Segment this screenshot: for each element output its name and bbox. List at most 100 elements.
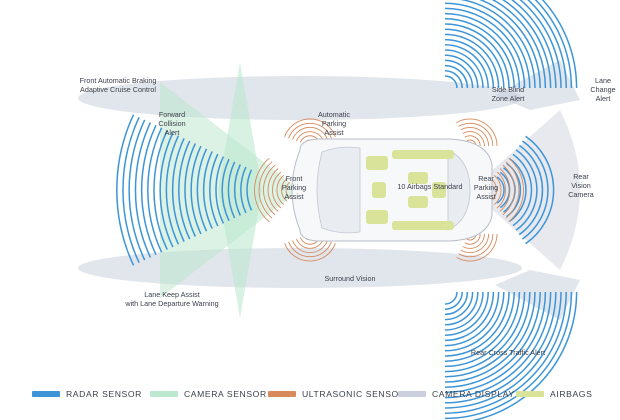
front-ultrasonic-arc — [254, 157, 270, 223]
rear-ultrasonic-arc — [496, 171, 506, 209]
front-radar-arc — [153, 130, 168, 250]
side-blind-radar-bottom-arc — [444, 291, 510, 357]
rear-vision-zone — [470, 110, 580, 270]
rear-radar-arc — [515, 149, 538, 231]
side-blind-radar-top-arc — [444, 44, 489, 89]
airbag-driver — [366, 156, 388, 170]
legend-label-airbags: AIRBAGS — [550, 389, 593, 399]
legend-label-radar: RADAR SENSOR — [66, 389, 142, 399]
side-ultrasonic-front-bottom-arc — [296, 238, 324, 249]
side-blind-radar-top-arc — [444, 64, 469, 89]
side-blind-radar-top-arc — [459, 0, 536, 89]
legend-item-airbags: AIRBAGS — [516, 386, 592, 402]
side-blind-radar-bottom-arc — [444, 291, 515, 362]
front-radar-arc — [147, 127, 163, 253]
side-blind-radar-top-arc — [444, 2, 531, 89]
rear-radar-arc — [512, 153, 533, 227]
side-blind-radar-top-arc — [444, 7, 526, 89]
side-ultrasonic-rear-bottom-arc — [456, 233, 498, 262]
rear-ultrasonic-arc — [493, 175, 502, 205]
side-ultrasonic-front-top-arc — [284, 118, 336, 137]
side-blind-zone-top — [495, 60, 580, 110]
front-ultrasonic-arc — [267, 168, 279, 212]
side-blind-radar-bottom-arc — [444, 291, 567, 414]
side-ultrasonic-rear-top-arc — [456, 118, 498, 147]
side-blind-radar-top-arc — [534, 0, 573, 89]
side-blind-radar-bottom-arc — [444, 291, 536, 383]
label-automatic-parking-assist: Automatic Parking Assist — [318, 110, 350, 137]
radar-sensor-waves — [116, 0, 578, 420]
label-lane-keep-assist: Lane Keep Assist with Lane Departure War… — [125, 290, 219, 308]
front-ultrasonic-arc — [276, 175, 285, 205]
front-radar-arc — [134, 122, 152, 258]
front-radar-arc — [202, 151, 213, 229]
side-blind-radar-bottom-arc — [444, 291, 521, 368]
rear-ultrasonic-arc — [490, 178, 497, 202]
side-blind-radar-top-arc — [510, 0, 557, 89]
label-surround-vision: Surround Vision — [324, 274, 376, 283]
side-blind-radar-top-arc — [444, 70, 463, 89]
rear-ultrasonic-arc — [508, 157, 524, 223]
airbag-rear-right — [408, 196, 428, 208]
legend-item-camera-display: CAMERA DISPLAY — [398, 386, 515, 402]
front-radar-arc — [140, 124, 157, 256]
side-blind-radar-bottom-arc — [444, 291, 562, 409]
side-blind-radar-bottom-arc — [444, 291, 500, 347]
label-rear-vision-camera: Rear Vision Camera — [568, 172, 594, 199]
legend: RADAR SENSOR CAMERA SENSOR ULTRASONIC SE… — [0, 386, 620, 402]
rear-radar-arc — [509, 158, 527, 222]
legend-label-ultrasonic: ULTRASONIC SENSOR — [302, 389, 406, 399]
side-blind-radar-bottom-arc — [444, 291, 573, 420]
side-blind-radar-top-arc — [444, 12, 521, 89]
side-blind-radar-top-arc — [527, 0, 567, 89]
side-blind-radar-top-arc — [444, 49, 484, 89]
side-blind-radar-bottom-arc — [444, 291, 469, 316]
front-radar-arc — [165, 135, 180, 245]
front-ultrasonic-arc — [281, 178, 288, 202]
label-airbags-standard: 10 Airbags Standard — [397, 182, 463, 191]
side-blind-radar-bottom-arc — [444, 291, 479, 326]
label-rear-parking-assist: Rear Parking Assist — [473, 174, 499, 201]
front-ultrasonic-arc — [272, 171, 282, 209]
front-ultrasonic-arc — [285, 181, 290, 199]
side-ultrasonic-front-bottom-arc — [292, 240, 328, 254]
airbag-curtain-right — [392, 221, 454, 230]
camera-sensor-zones — [160, 62, 300, 318]
rear-radar-arc — [499, 171, 511, 209]
ultrasonic-sensor-waves — [254, 118, 524, 262]
front-radar-arc — [159, 132, 174, 248]
legend-label-camera-display: CAMERA DISPLAY — [432, 389, 515, 399]
side-ultrasonic-front-bottom-arc — [284, 243, 336, 262]
rear-ultrasonic-arc — [502, 164, 515, 216]
airbag-center — [372, 182, 386, 198]
side-ultrasonic-front-top-arc — [288, 122, 332, 139]
side-ultrasonic-rear-top-arc — [464, 135, 481, 147]
side-blind-radar-top-arc — [444, 59, 474, 89]
rear-radar-arc — [521, 140, 549, 240]
rear-radar-arc — [525, 135, 555, 245]
rear-radar-arc — [496, 176, 505, 204]
side-blind-radar-top-arc — [444, 18, 515, 89]
label-forward-collision-alert: Forward Collision Alert — [158, 110, 186, 137]
airbag-passenger — [366, 210, 388, 224]
rear-radar-arc — [518, 144, 544, 236]
legend-item-camera-sensor: CAMERA SENSOR — [150, 386, 267, 402]
side-blind-radar-bottom-arc — [444, 291, 489, 336]
side-blind-radar-top-arc — [541, 0, 578, 89]
front-radar-arc — [233, 164, 241, 216]
side-ultrasonic-rear-top-arc — [460, 126, 490, 147]
front-ultrasonic-arc — [263, 164, 276, 216]
front-radar-arc — [215, 156, 225, 224]
rear-window — [447, 149, 471, 231]
front-radar-arc — [209, 153, 219, 227]
side-blind-radar-bottom-arc — [472, 291, 578, 420]
front-radar-arc — [227, 161, 236, 219]
front-radar-arc — [196, 148, 208, 232]
side-blind-radar-bottom-arc — [444, 291, 505, 352]
side-ultrasonic-rear-bottom-arc — [458, 233, 494, 258]
side-ultrasonic-rear-top-arc — [458, 122, 494, 147]
airbag-curtain-left — [392, 150, 454, 159]
front-radar-arc — [122, 116, 140, 264]
side-blind-radar-top-arc — [444, 23, 510, 89]
